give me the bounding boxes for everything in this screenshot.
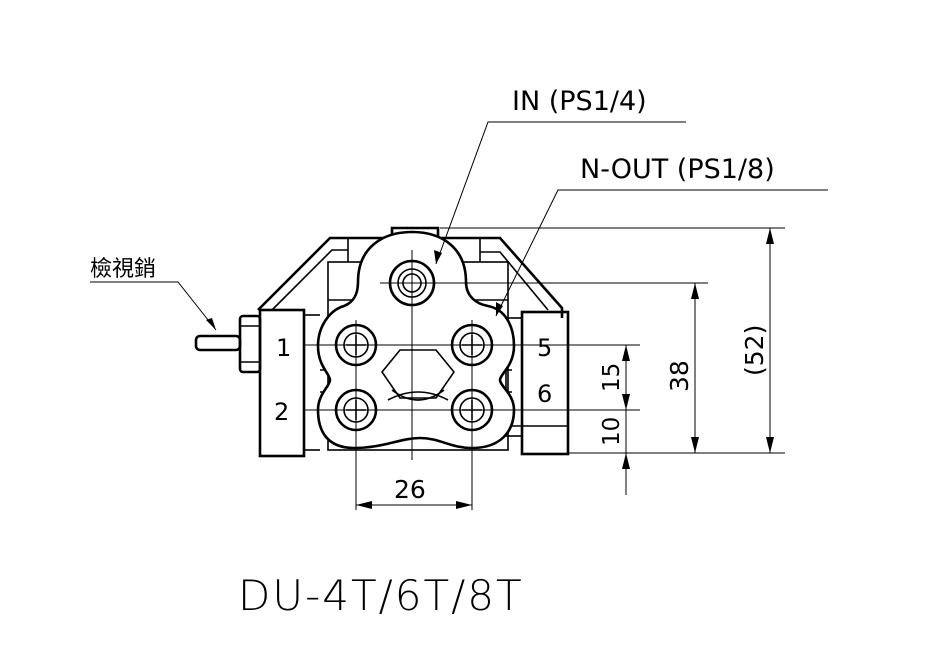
port-number-6: 6 xyxy=(537,380,552,408)
valve-body xyxy=(194,226,570,458)
n-out-port-label: N-OUT (PS1/8) xyxy=(580,154,775,185)
in-port-label: IN (PS1/4) xyxy=(512,86,647,117)
port-number-5: 5 xyxy=(537,334,552,362)
center-lines xyxy=(304,250,708,510)
port-number-2: 2 xyxy=(274,398,289,426)
dimension-26: 26 xyxy=(394,475,426,504)
inspection-pin-label: 檢視銷 xyxy=(90,257,156,282)
dimension-52: (52) xyxy=(740,325,769,376)
leader-lines xyxy=(90,121,828,331)
model-title: DU-4T/6T/8T xyxy=(238,571,524,620)
dimension-38: 38 xyxy=(665,360,694,392)
port-number-1: 1 xyxy=(276,334,291,362)
dimension-lines xyxy=(356,227,785,509)
dimension-15: 15 xyxy=(599,363,625,392)
dimension-10: 10 xyxy=(599,417,625,446)
